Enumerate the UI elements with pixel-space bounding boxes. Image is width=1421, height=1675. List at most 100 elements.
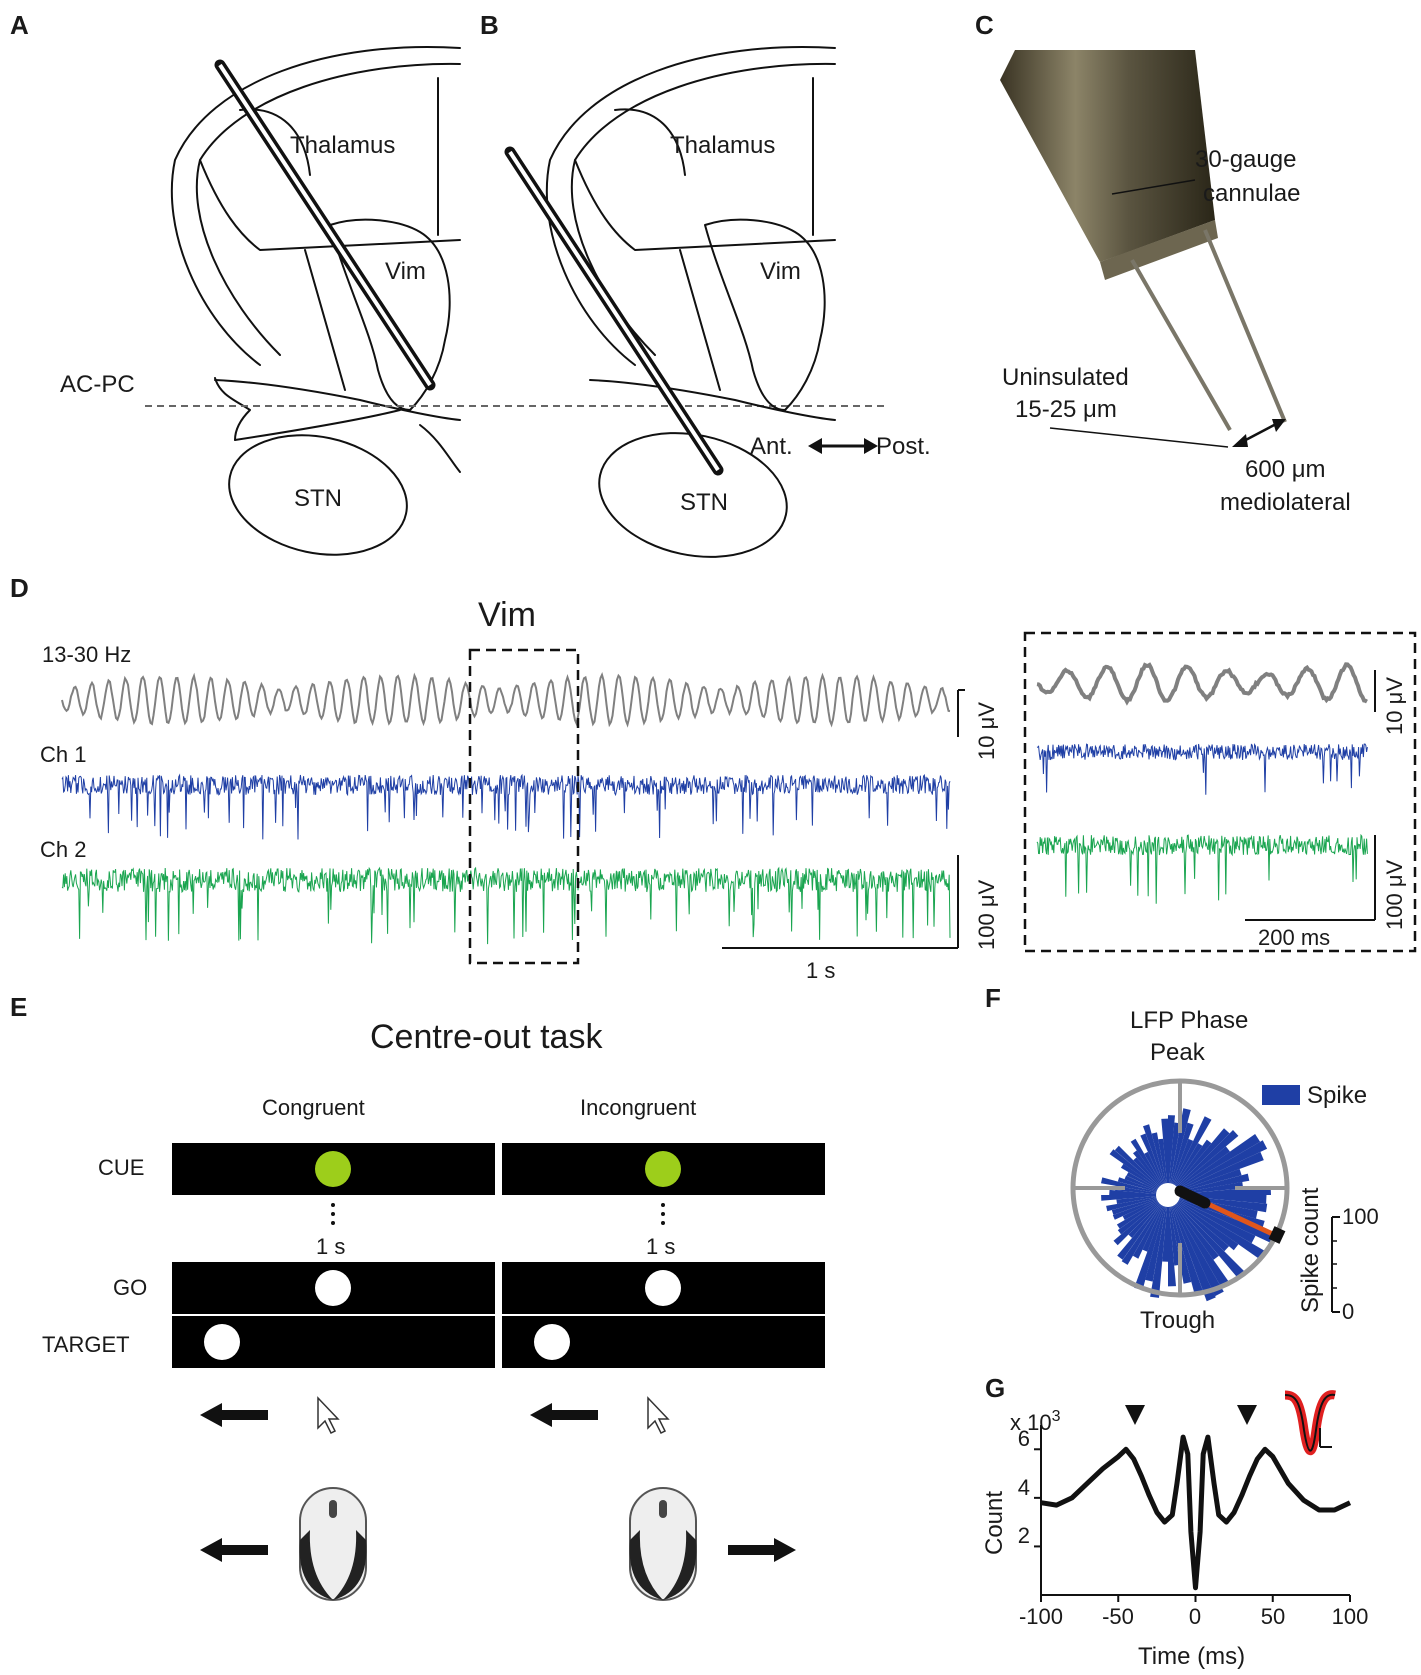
- ch2-label: Ch 2: [40, 837, 86, 862]
- lfp-scale-bar: [957, 689, 965, 737]
- delay-dots-incongruent: [661, 1203, 665, 1225]
- rose-bin: [1145, 1195, 1168, 1282]
- rose-bin: [1168, 1138, 1194, 1195]
- rose-bin: [1117, 1195, 1168, 1235]
- target-dot-incongruent: [534, 1324, 570, 1360]
- rose-bin: [1101, 1177, 1168, 1195]
- rose-bin: [1140, 1133, 1168, 1195]
- rose-bin: [1168, 1151, 1264, 1195]
- uninsulated-label-1: Uninsulated: [1002, 364, 1129, 391]
- rose-bin: [1121, 1195, 1168, 1265]
- rose-bin: [1130, 1138, 1168, 1195]
- electrode-photo: [1000, 50, 1287, 431]
- rose-bin: [1111, 1195, 1168, 1215]
- rose-bin: [1168, 1122, 1181, 1195]
- rose-bin: [1134, 1195, 1168, 1291]
- inset-ch1-trace: [1036, 743, 1368, 795]
- rose-bin: [1168, 1128, 1230, 1195]
- panel-a: A Thalamus Vim STN AC-PC: [10, 10, 885, 556]
- rose-bin: [1168, 1130, 1239, 1195]
- rose-bin: [1106, 1195, 1168, 1212]
- go-dot-incongruent: [645, 1270, 681, 1306]
- post-label: Post.: [876, 433, 931, 460]
- rose-bin: [1117, 1177, 1168, 1195]
- rose-bin: [1114, 1185, 1168, 1195]
- rose-bin: [1168, 1195, 1230, 1288]
- target-label: TARGET: [42, 1332, 130, 1357]
- stn-label-a: STN: [294, 485, 342, 512]
- rose-bin: [1113, 1195, 1168, 1246]
- polar-center: [1156, 1183, 1180, 1207]
- rose-bin: [1168, 1146, 1230, 1195]
- panel-g-label: G: [985, 1373, 1005, 1403]
- rose-bin: [1168, 1195, 1204, 1296]
- rose-bin: [1112, 1195, 1168, 1220]
- spike-legend-swatch: [1262, 1085, 1300, 1105]
- delay-dots-congruent: [331, 1203, 335, 1225]
- vim-title: Vim: [478, 596, 536, 634]
- spike-scale-label: 100 μV: [974, 880, 999, 950]
- panel-b-label: B: [480, 10, 499, 40]
- panel-a-electrode: [214, 59, 436, 391]
- cursor-icon-congruent: [317, 1396, 340, 1435]
- cannulae-label-1: 30-gauge: [1195, 146, 1296, 173]
- spike-legend-label: Spike: [1307, 1082, 1367, 1109]
- inset-time-scale-label: 200 ms: [1258, 925, 1330, 950]
- rose-bin: [1132, 1195, 1168, 1259]
- congruent-label: Congruent: [262, 1095, 365, 1120]
- rose-bin: [1122, 1195, 1168, 1220]
- g-xtick-neg100: -100: [1019, 1604, 1063, 1629]
- rose-bin: [1162, 1195, 1168, 1262]
- rose-bin: [1142, 1195, 1168, 1252]
- rose-bin: [1116, 1195, 1168, 1204]
- peak-arrowhead-left: [1125, 1405, 1145, 1425]
- spike-phase-histogram: [1101, 1108, 1277, 1302]
- g-xtick-neg50: -50: [1102, 1604, 1134, 1629]
- band-label: 13-30 Hz: [42, 642, 131, 667]
- panel-b-brain-outline: [545, 46, 836, 558]
- rose-bin: [1168, 1195, 1277, 1244]
- rose-bin: [1168, 1195, 1216, 1302]
- inset-ch2-trace: [1036, 833, 1368, 904]
- cursor-arrow-left-congruent: [200, 1403, 268, 1427]
- spike-scale-bar: [722, 855, 959, 949]
- rose-bin: [1117, 1195, 1168, 1260]
- cannulae-label-2: cannulae: [1203, 180, 1300, 207]
- panel-f: F LFP Phase Peak Trough Spike 100 0 Spik…: [985, 983, 1379, 1334]
- rose-bin: [1120, 1163, 1168, 1195]
- cue-label: CUE: [98, 1155, 144, 1180]
- lfp-trace: [61, 672, 951, 728]
- rose-bin: [1168, 1195, 1229, 1252]
- rose-bin: [1116, 1195, 1168, 1229]
- rose-bin: [1168, 1122, 1194, 1195]
- rose-bin: [1168, 1140, 1268, 1195]
- ant-post-arrow: [808, 438, 878, 454]
- g-ytick-4: 4: [1018, 1475, 1030, 1500]
- panel-a-label: A: [10, 10, 29, 40]
- mean-vector-origin-marker: [1174, 1185, 1211, 1209]
- rose-bin: [1161, 1118, 1168, 1195]
- delay-label-incongruent: 1 s: [646, 1234, 675, 1259]
- g-tick-labels: 2 4 6 -100 -50 0 50 100: [1018, 1426, 1369, 1629]
- rose-bin: [1144, 1151, 1168, 1195]
- rose-bin: [1158, 1138, 1168, 1195]
- panel-e: E Centre-out task Congruent Incongruent …: [10, 992, 825, 1601]
- panel-a-brain-outline: [170, 46, 461, 556]
- acpc-label: AC-PC: [60, 371, 135, 398]
- rose-bin: [1168, 1134, 1261, 1195]
- task-title: Centre-out task: [370, 1018, 603, 1056]
- mouse-arrow-right-incongruent: [728, 1538, 796, 1562]
- delay-label-congruent: 1 s: [316, 1234, 345, 1259]
- vim-label-a: Vim: [385, 258, 426, 285]
- uninsulated-pointer: [1049, 427, 1229, 448]
- spacing-label-2: mediolateral: [1220, 489, 1351, 516]
- lfp-scale-label: 10 μV: [974, 702, 999, 760]
- rose-bin: [1168, 1195, 1176, 1287]
- g-xtick-50: 50: [1261, 1604, 1285, 1629]
- g-ylabel: Count: [981, 1491, 1008, 1555]
- rose-bin: [1109, 1149, 1168, 1195]
- go-label: GO: [113, 1275, 147, 1300]
- cannulae-pointer: [1111, 179, 1196, 195]
- rose-bin: [1150, 1195, 1168, 1298]
